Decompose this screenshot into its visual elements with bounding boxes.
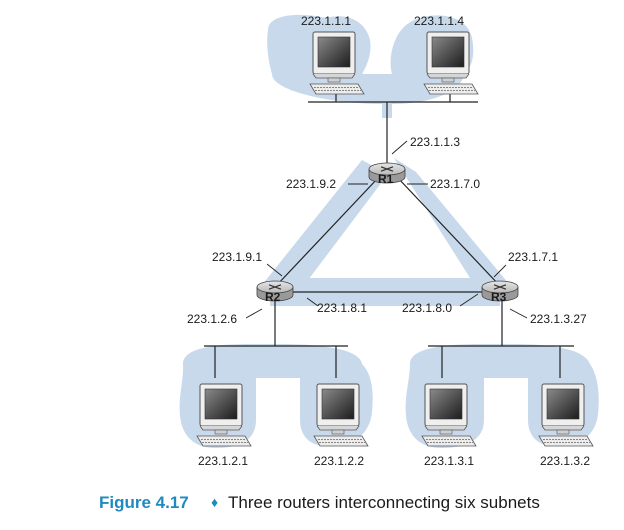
interface-ip-label: 223.1.9.2 <box>286 177 336 191</box>
interface-ip-label: 223.1.7.1 <box>508 250 558 264</box>
interface-leaders <box>245 140 528 319</box>
host-ip-label: 223.1.1.4 <box>414 14 464 28</box>
interface-ip-label: 223.1.8.1 <box>317 301 367 315</box>
host-ip-label: 223.1.2.1 <box>198 454 248 468</box>
routers: R1 R2 R3 <box>256 162 519 304</box>
interface-ip-label: 223.1.3.27 <box>530 312 587 326</box>
host-ip-label: 223.1.1.1 <box>301 14 351 28</box>
interface-labels: 223.1.1.3 223.1.9.2 223.1.7.0 223.1.9.1 … <box>187 135 587 326</box>
caption-separator: ♦ <box>211 494 218 510</box>
figure-title: Three routers interconnecting six subnet… <box>228 493 540 512</box>
interface-ip-label: 223.1.1.3 <box>410 135 460 149</box>
interface-ip-label: 223.1.8.0 <box>402 301 452 315</box>
host-labels: 223.1.1.1 223.1.1.4 223.1.2.1 223.1.2.2 … <box>198 14 590 468</box>
figure-caption: Figure 4.17 ♦ Three routers interconnect… <box>99 493 540 512</box>
host-ip-label: 223.1.3.1 <box>424 454 474 468</box>
router-label-r2: R2 <box>265 290 281 304</box>
host-ip-label: 223.1.2.2 <box>314 454 364 468</box>
interface-ip-label: 223.1.7.0 <box>430 177 480 191</box>
host-ip-label: 223.1.3.2 <box>540 454 590 468</box>
interface-ip-label: 223.1.9.1 <box>212 250 262 264</box>
interface-ip-label: 223.1.2.6 <box>187 312 237 326</box>
links <box>204 84 574 378</box>
router-label-r1: R1 <box>378 172 394 186</box>
subnet-223-1-9 <box>258 160 388 304</box>
subnet-223-1-7 <box>394 158 514 300</box>
router-label-r3: R3 <box>491 290 507 304</box>
subnet-shading <box>179 14 599 448</box>
figure-number: Figure 4.17 <box>99 493 189 512</box>
